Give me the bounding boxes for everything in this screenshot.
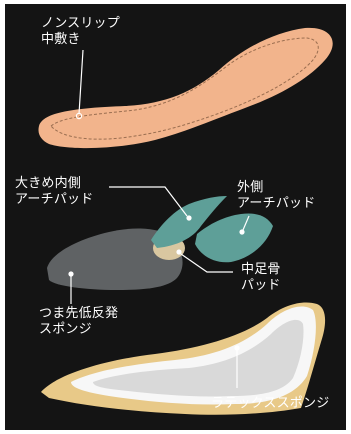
label-inner-arch-pad: 大きめ内側 アーチパッド (15, 176, 94, 207)
leader-latex-dot (234, 345, 240, 351)
leader-outer-arch-dot (239, 229, 245, 235)
leader-metatarsal-dot (176, 249, 182, 255)
latex-sponge (93, 319, 304, 397)
nonslip-insole (38, 27, 333, 149)
leader-nonslip (78, 49, 84, 115)
label-latex-sponge: ラテックススポンジ (211, 396, 330, 411)
leader-inner-arch-dot (186, 215, 192, 221)
parts-illustration (38, 27, 333, 415)
leader-metatarsal (180, 253, 233, 273)
leader-nonslip-dot (75, 112, 83, 120)
toe-sponge-pad (47, 228, 183, 290)
label-toe-sponge: つま先低反発 スポンジ (39, 306, 119, 337)
label-metatarsal-pad: 中足骨 パッド (241, 262, 281, 293)
leader-outer-arch (242, 215, 250, 231)
leader-inner-arch (109, 186, 188, 217)
outer-arch-pad (195, 213, 273, 263)
label-outer-arch-pad: 外側 アーチパッド (237, 180, 316, 211)
inner-arch-pad (151, 196, 227, 248)
diagram-panel: ノンスリップ 中敷き 大きめ内側 アーチパッド 外側 アーチパッド 中足骨 パッ… (5, 4, 346, 430)
leader-toe-sponge-dot (68, 271, 74, 277)
insole-stitch-line (50, 37, 319, 140)
label-nonslip-insole: ノンスリップ 中敷き (41, 16, 120, 47)
